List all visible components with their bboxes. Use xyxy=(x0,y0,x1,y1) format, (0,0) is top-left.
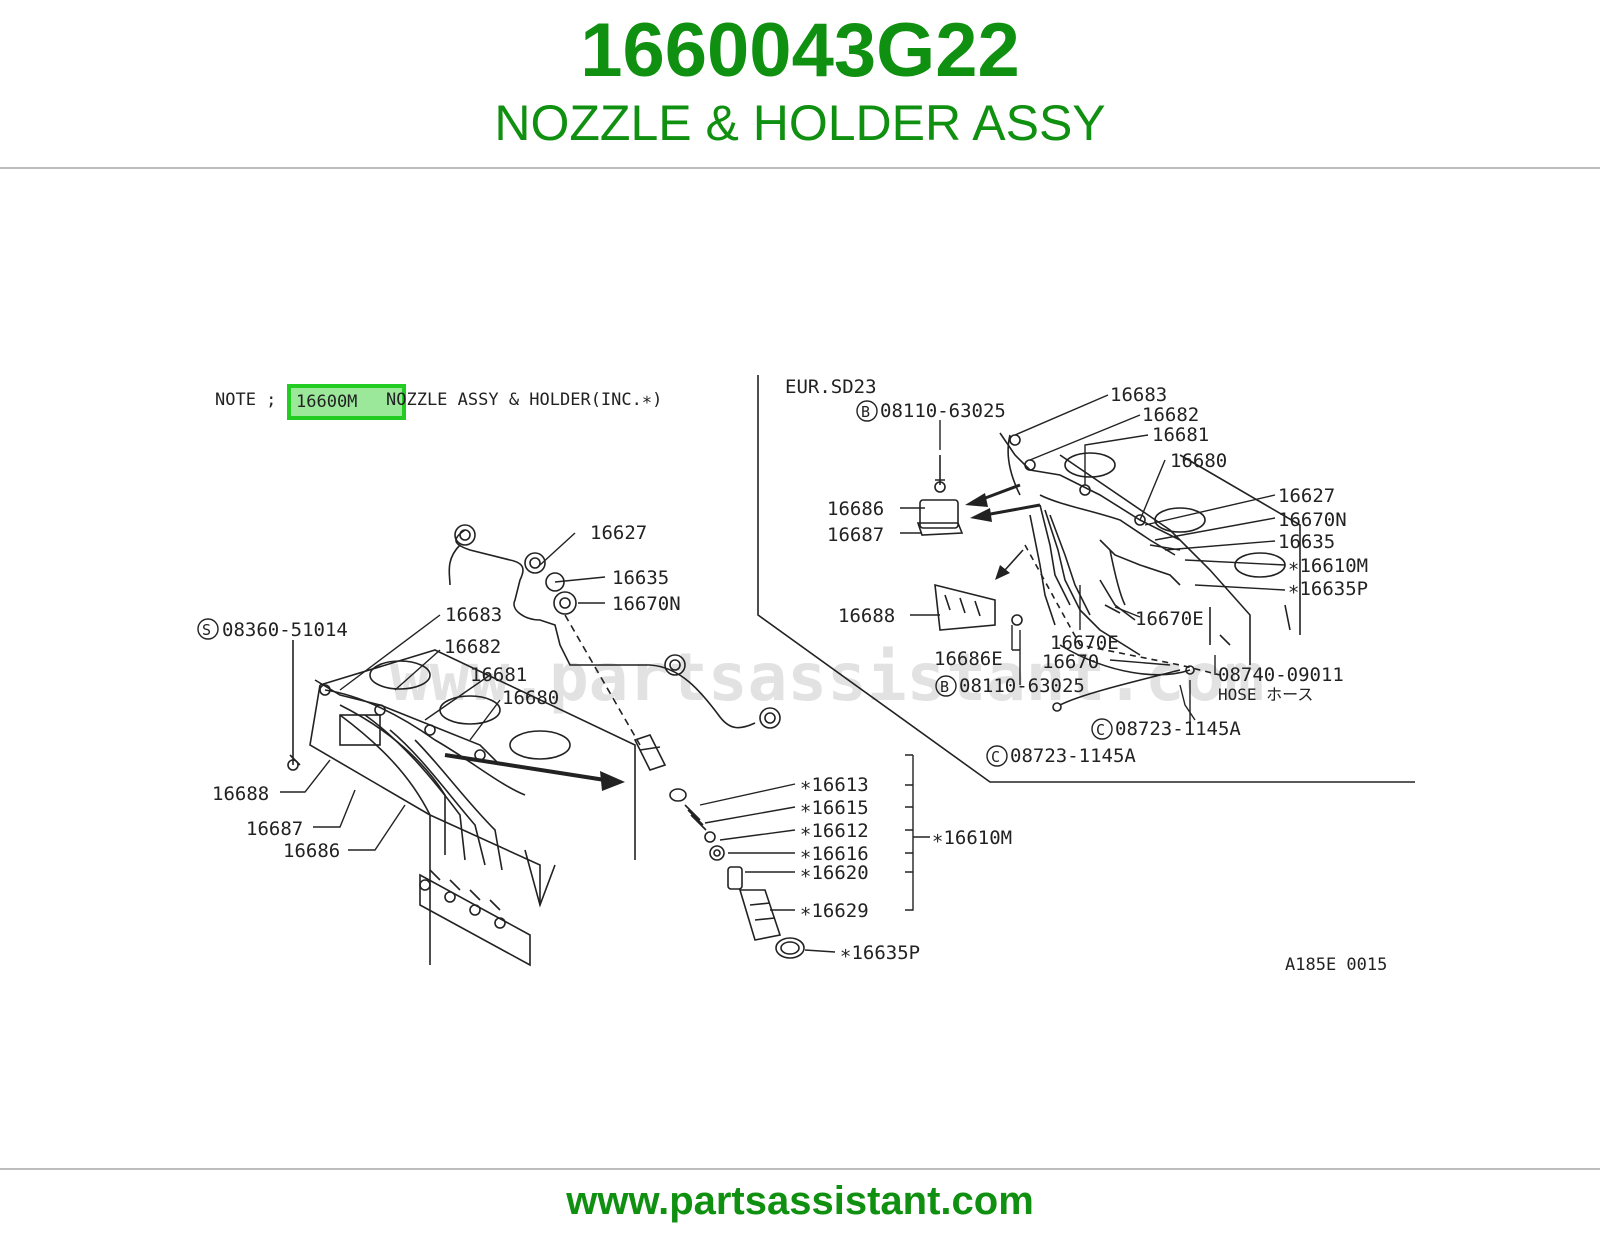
label-r-16670e-a[interactable]: 16670E xyxy=(1135,608,1204,630)
label-16613[interactable]: ∗16613 xyxy=(800,774,869,796)
label-r-16670e-b[interactable]: 16670E xyxy=(1050,632,1119,654)
right-labels: EUR.SD23 B 08110-63025 16683 16682 16681… xyxy=(785,376,1368,767)
page-header: 1660043G22 NOZZLE & HOLDER ASSY xyxy=(0,0,1600,168)
label-r-16683[interactable]: 16683 xyxy=(1110,384,1167,406)
note-highlight-part[interactable]: 16600M xyxy=(296,392,357,412)
label-16612[interactable]: ∗16612 xyxy=(800,820,869,842)
label-eur-sd23: EUR.SD23 xyxy=(785,376,877,398)
label-16670n[interactable]: 16670N xyxy=(612,593,681,615)
label-r-16610m[interactable]: ∗16610M xyxy=(1288,555,1368,577)
label-16681[interactable]: 16681 xyxy=(470,664,527,686)
right-arrows xyxy=(965,483,1041,580)
label-16635[interactable]: 16635 xyxy=(612,567,669,589)
left-arrow xyxy=(444,753,625,791)
label-r-hose: HOSE ホース xyxy=(1218,685,1313,704)
label-r-08740-09011[interactable]: 08740-09011 xyxy=(1218,664,1344,686)
c-mark-icon xyxy=(986,745,1008,767)
parts-diagram-svg: www.partsassistant.com NOTE ; 16600M NOZ… xyxy=(197,375,1415,975)
label-08723-1145a-b[interactable]: 08723-1145A xyxy=(1010,745,1136,767)
label-16610m[interactable]: ∗16610M xyxy=(932,827,1012,849)
label-16620[interactable]: ∗16620 xyxy=(800,862,869,884)
label-r-16687[interactable]: 16687 xyxy=(827,524,884,546)
label-r-16681[interactable]: 16681 xyxy=(1152,424,1209,446)
label-r-16682[interactable]: 16682 xyxy=(1142,404,1199,426)
left-engine-drawing xyxy=(287,524,805,967)
label-r-16680[interactable]: 16680 xyxy=(1170,450,1227,472)
c-mark-icon xyxy=(1091,718,1113,740)
label-16615[interactable]: ∗16615 xyxy=(800,797,869,819)
right-leader-lines xyxy=(900,394,1286,725)
label-16687[interactable]: 16687 xyxy=(246,818,303,840)
header-divider xyxy=(0,167,1600,169)
label-08723-a-mark: C xyxy=(1096,721,1105,739)
footer-website-link[interactable]: www.partsassistant.com xyxy=(566,1179,1034,1223)
label-r-16627[interactable]: 16627 xyxy=(1278,485,1335,507)
left-leader-lines xyxy=(280,532,930,953)
label-08723-1145a-a[interactable]: 08723-1145A xyxy=(1115,718,1241,740)
b-mark-icon xyxy=(856,400,878,422)
label-r-16670n[interactable]: 16670N xyxy=(1278,509,1347,531)
left-labels: 16627 16635 16670N 16683 S 08360-51014 1… xyxy=(197,522,1012,964)
note-suffix: NOZZLE ASSY & HOLDER(INC.∗) xyxy=(386,390,662,410)
view-divider xyxy=(757,375,1415,783)
s-mark-icon xyxy=(197,618,219,640)
label-08723-b-mark: C xyxy=(991,748,1000,766)
note-highlight-box xyxy=(287,384,406,420)
label-r-16686e[interactable]: 16686E xyxy=(934,648,1003,670)
label-08110-a-mark: B xyxy=(861,403,870,421)
label-16680[interactable]: 16680 xyxy=(502,687,559,709)
label-r-16686[interactable]: 16686 xyxy=(827,498,884,520)
part-name-subtitle: NOZZLE & HOLDER ASSY xyxy=(494,95,1106,151)
footer-divider xyxy=(0,1168,1600,1170)
label-16688[interactable]: 16688 xyxy=(212,783,269,805)
part-number-title: 1660043G22 xyxy=(580,8,1020,93)
figure-code: A185E 0015 xyxy=(1285,955,1387,975)
label-16616[interactable]: ∗16616 xyxy=(800,843,869,865)
label-08110-63025-a[interactable]: 08110-63025 xyxy=(880,400,1006,422)
note-prefix: NOTE ; xyxy=(215,390,276,410)
label-r-16688[interactable]: 16688 xyxy=(838,605,895,627)
label-16683[interactable]: 16683 xyxy=(445,604,502,626)
parts-diagram: www.partsassistant.com NOTE ; 16600M NOZ… xyxy=(180,345,1420,1010)
label-08110-b-mark: B xyxy=(940,678,949,696)
label-08360-51014[interactable]: 08360-51014 xyxy=(222,619,348,641)
label-16682[interactable]: 16682 xyxy=(444,636,501,658)
label-r-16635p[interactable]: ∗16635P xyxy=(1288,578,1368,600)
label-r-16670[interactable]: 16670 xyxy=(1042,651,1099,673)
label-08110-63025-b[interactable]: 08110-63025 xyxy=(959,675,1085,697)
b-mark-icon xyxy=(935,675,957,697)
watermark-text: www.partsassistant.com xyxy=(390,639,1264,716)
label-08360-mark: S xyxy=(202,621,211,639)
label-16629[interactable]: ∗16629 xyxy=(800,900,869,922)
label-r-16635[interactable]: 16635 xyxy=(1278,531,1335,553)
label-16635p[interactable]: ∗16635P xyxy=(840,942,920,964)
label-16686[interactable]: 16686 xyxy=(283,840,340,862)
label-16627[interactable]: 16627 xyxy=(590,522,647,544)
